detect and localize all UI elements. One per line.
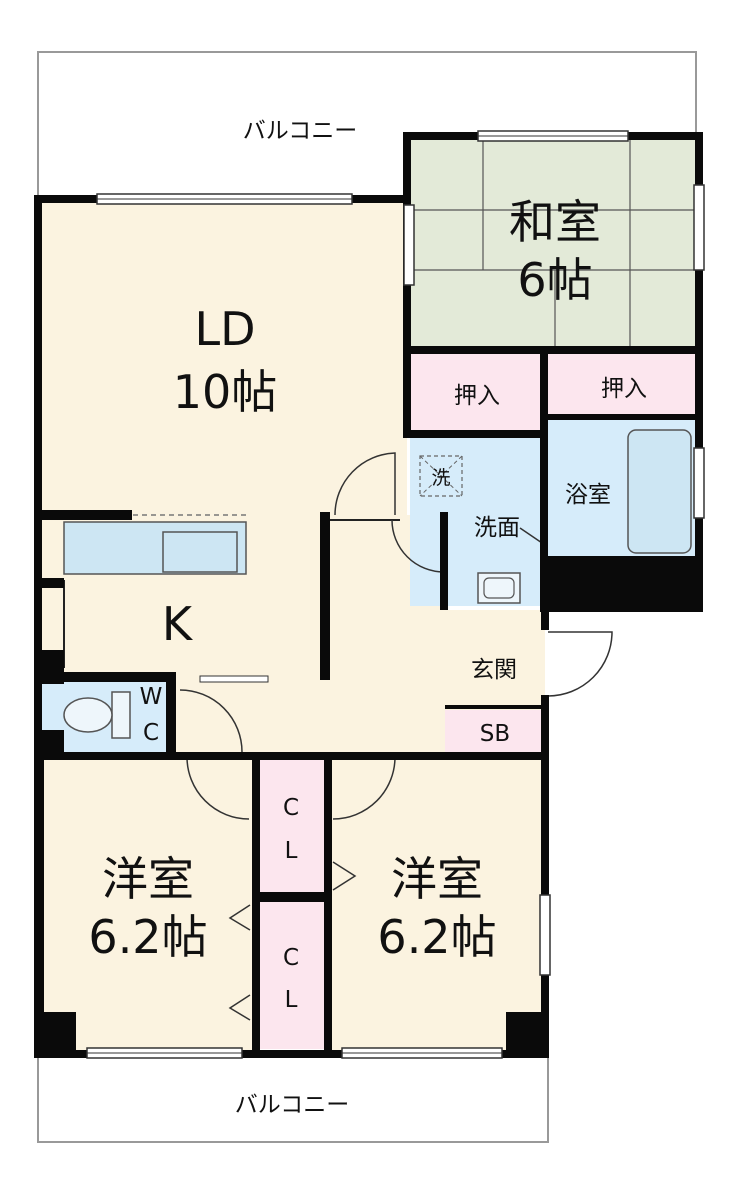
oshiire-right-label: 押入 [601,376,647,402]
senmen-label: 洗面 [474,515,520,541]
balcony-bottom-outline [37,1058,549,1143]
washitsu-size: 6帖 [517,253,592,307]
cl-upper-floor [257,760,327,892]
cl-upper-l: L [285,838,298,864]
yoshitsu-left-floor [40,760,252,1052]
sentakuki-label: 洗 [431,467,450,489]
bathtub [627,429,692,554]
washitsu-name: 和室 [509,195,601,249]
kitchen-label: K [162,597,194,651]
door-swings [179,452,613,820]
genkan-floor [445,610,545,710]
cl-lower-l: L [285,987,298,1013]
kitchen-counter [63,514,248,575]
folding-door-marks [228,861,357,1021]
oshiire-right-floor [545,352,697,414]
balcony-top-outline [37,51,697,195]
oshiire-left-label: 押入 [454,383,500,409]
yoshitsu-right-size: 6.2帖 [377,910,496,964]
washitsu-floor [407,137,697,352]
cl-upper-c: C [283,795,299,821]
yoshitsu-left-size: 6.2帖 [88,910,207,964]
genkan-label: 玄関 [471,657,517,683]
balcony-top-label: バルコニー [243,118,358,144]
oshiire-left-floor [407,352,545,434]
wc-label-w: W [140,684,163,710]
ld-size: 10帖 [173,365,278,419]
toilet [63,691,131,739]
cl-lower-c: C [283,945,299,971]
yokushitsu-label: 浴室 [565,482,611,508]
yoshitsu-left-name: 洋室 [102,852,194,906]
washer-pan [419,455,463,497]
tatami-lines [407,140,697,350]
ld-floor [40,198,407,520]
yoshitsu-right-name: 洋室 [391,852,483,906]
wc-label-c: C [143,720,159,746]
windows [86,130,705,1059]
yoshitsu-right-floor [330,760,548,1052]
balcony-bottom-label: バルコニー [235,1092,350,1118]
cl-lower-floor [257,902,327,1049]
sb-floor [445,710,545,752]
ld-name: LD [194,302,255,356]
sb-label: SB [480,721,510,747]
